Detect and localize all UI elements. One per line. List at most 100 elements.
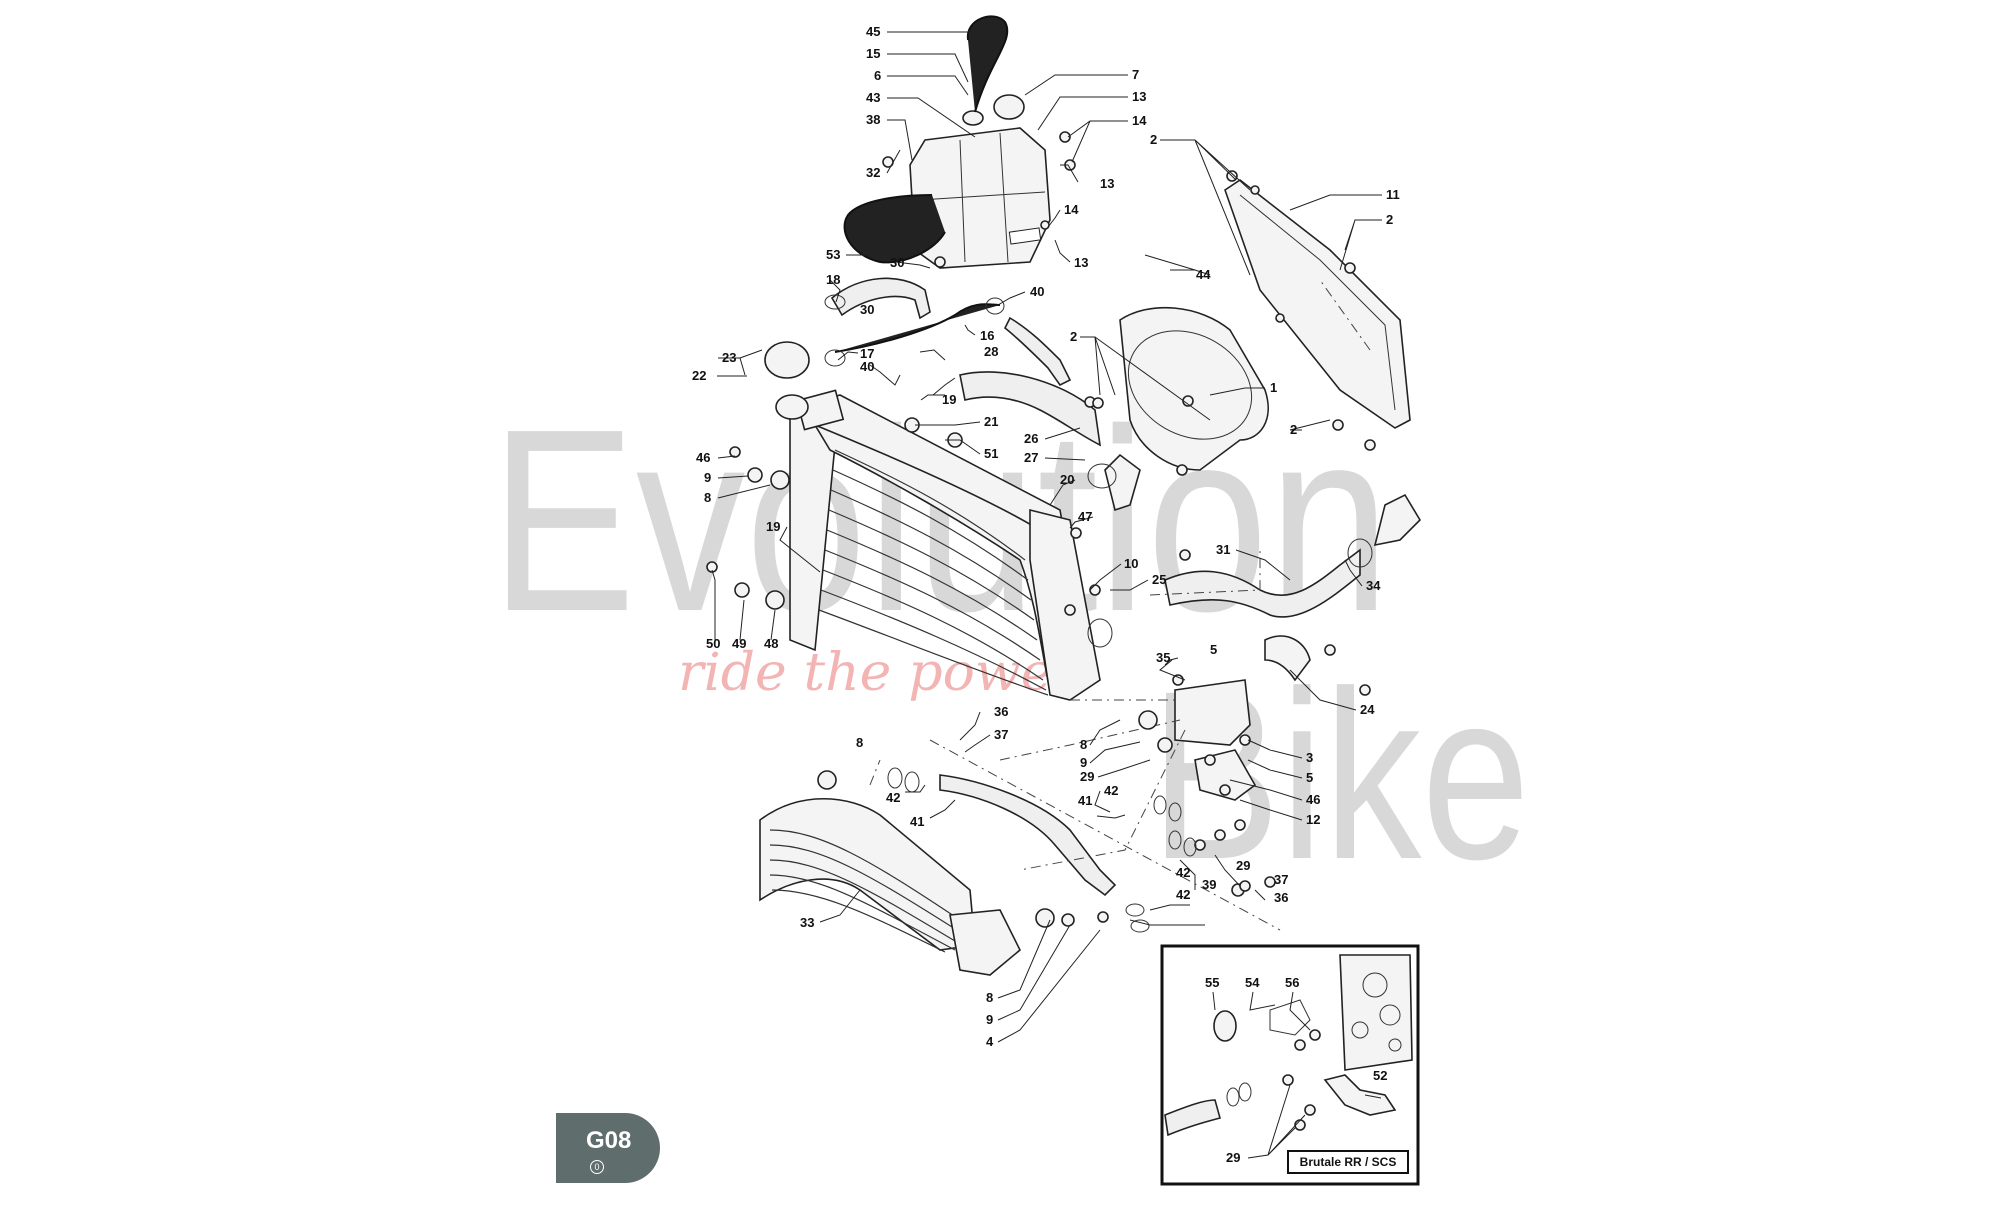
callout-36: 36: [994, 704, 1008, 719]
hose-18: [830, 277, 931, 320]
hose-31: [1164, 548, 1361, 618]
inset-label: Brutale RR / SCS: [1287, 1150, 1409, 1174]
callout-28: 28: [984, 344, 998, 359]
callout-53: 53: [826, 247, 840, 262]
leader-lines: [711, 31, 1382, 1043]
fan-shroud: [1224, 179, 1411, 429]
callout-13: 13: [1074, 255, 1088, 270]
callout-42: 42: [1176, 887, 1190, 902]
callout-35: 35: [1156, 650, 1170, 665]
callout-9: 9: [704, 470, 711, 485]
callout-32: 32: [866, 165, 880, 180]
oil-cooler-pipe: [939, 774, 1117, 897]
callout-47: 47: [1078, 509, 1092, 524]
callout-14: 14: [1064, 202, 1079, 217]
callout-2: 2: [1150, 132, 1157, 147]
callout-18: 18: [826, 272, 840, 287]
callout-15: 15: [866, 46, 880, 61]
callout-43: 43: [866, 90, 880, 105]
callout-42: 42: [1104, 783, 1118, 798]
callout-40: 40: [1030, 284, 1044, 299]
callout-8: 8: [704, 490, 711, 505]
callout-8: 8: [1080, 737, 1087, 752]
callout-12: 12: [1306, 812, 1320, 827]
page-badge: G08 0: [556, 1113, 660, 1183]
o-rings: [824, 294, 1373, 933]
callout-20: 20: [1060, 472, 1074, 487]
callout-14: 14: [1132, 113, 1147, 128]
callout-48: 48: [764, 636, 778, 651]
callout-36: 36: [1274, 890, 1288, 905]
callout-9: 9: [986, 1012, 993, 1027]
callout-23: 23: [722, 350, 736, 365]
callout-54: 54: [1245, 975, 1260, 990]
callout-25: 25: [1152, 572, 1166, 587]
callout-33: 33: [800, 915, 814, 930]
callout-45: 45: [866, 24, 880, 39]
callout-10: 10: [1124, 556, 1138, 571]
callout-6: 6: [874, 68, 881, 83]
callout-37: 37: [1274, 872, 1288, 887]
watermark: Evolution Bike ride the power: [490, 376, 1530, 909]
callout-5: 5: [1210, 642, 1217, 657]
callout-46: 46: [696, 450, 710, 465]
callout-2: 2: [1070, 329, 1077, 344]
cooling-fan: [1119, 306, 1269, 471]
main-radiator: [789, 389, 1101, 701]
callout-52: 52: [1373, 1068, 1387, 1083]
callout-46: 46: [1306, 792, 1320, 807]
callout-27: 27: [1024, 450, 1038, 465]
callout-13: 13: [1132, 89, 1146, 104]
callout-51: 51: [984, 446, 998, 461]
hose-16-small: [1003, 316, 1072, 387]
callout-5: 5: [1306, 770, 1313, 785]
callout-40: 40: [860, 359, 874, 374]
callout-29: 29: [1236, 858, 1250, 873]
oil-cooler: [759, 797, 1021, 976]
callout-3: 3: [1306, 750, 1313, 765]
callout-56: 56: [1285, 975, 1299, 990]
callout-labels: 45 15 6 43 38 32 7 13 14 13 14 13 53 30 …: [692, 24, 1400, 1165]
bracket-3: [1174, 679, 1251, 746]
page-code: G08: [586, 1127, 632, 1154]
tank-vent-hose: [843, 15, 1009, 264]
callout-9: 9: [1080, 755, 1087, 770]
callout-16: 16: [980, 328, 994, 343]
callout-31: 31: [1216, 542, 1230, 557]
callout-30: 30: [890, 255, 904, 270]
callout-42: 42: [886, 790, 900, 805]
callout-13: 13: [1100, 176, 1114, 191]
callout-34: 34: [1366, 578, 1381, 593]
radiator-cap: [764, 341, 810, 420]
callout-55: 55: [1205, 975, 1219, 990]
callout-24: 24: [1360, 702, 1375, 717]
callout-17: 17: [860, 346, 874, 361]
callout-44: 44: [1196, 267, 1211, 282]
callout-30: 30: [860, 302, 874, 317]
inset-box: [1160, 944, 1420, 1186]
assembly-lines: [869, 279, 1371, 931]
callout-41: 41: [1078, 793, 1092, 808]
callout-2: 2: [1386, 212, 1393, 227]
bracket-24: [1264, 635, 1311, 682]
callout-21: 21: [984, 414, 998, 429]
callout-8: 8: [856, 735, 863, 750]
revision-mark: 0: [590, 1160, 604, 1174]
callout-19: 19: [942, 392, 956, 407]
callout-2: 2: [1290, 422, 1297, 437]
callout-37: 37: [994, 727, 1008, 742]
callout-29: 29: [1226, 1150, 1240, 1165]
callout-29: 29: [1080, 769, 1094, 784]
callout-22: 22: [692, 368, 706, 383]
callout-26: 26: [1024, 431, 1038, 446]
callout-38: 38: [866, 112, 880, 127]
callout-8: 8: [986, 990, 993, 1005]
callout-41: 41: [910, 814, 924, 829]
callout-49: 49: [732, 636, 746, 651]
callout-19: 19: [766, 519, 780, 534]
callout-39: 39: [1202, 877, 1216, 892]
callout-11: 11: [1386, 187, 1400, 202]
hose-26: [959, 371, 1102, 447]
watermark-tagline: ride the power: [678, 643, 1081, 703]
